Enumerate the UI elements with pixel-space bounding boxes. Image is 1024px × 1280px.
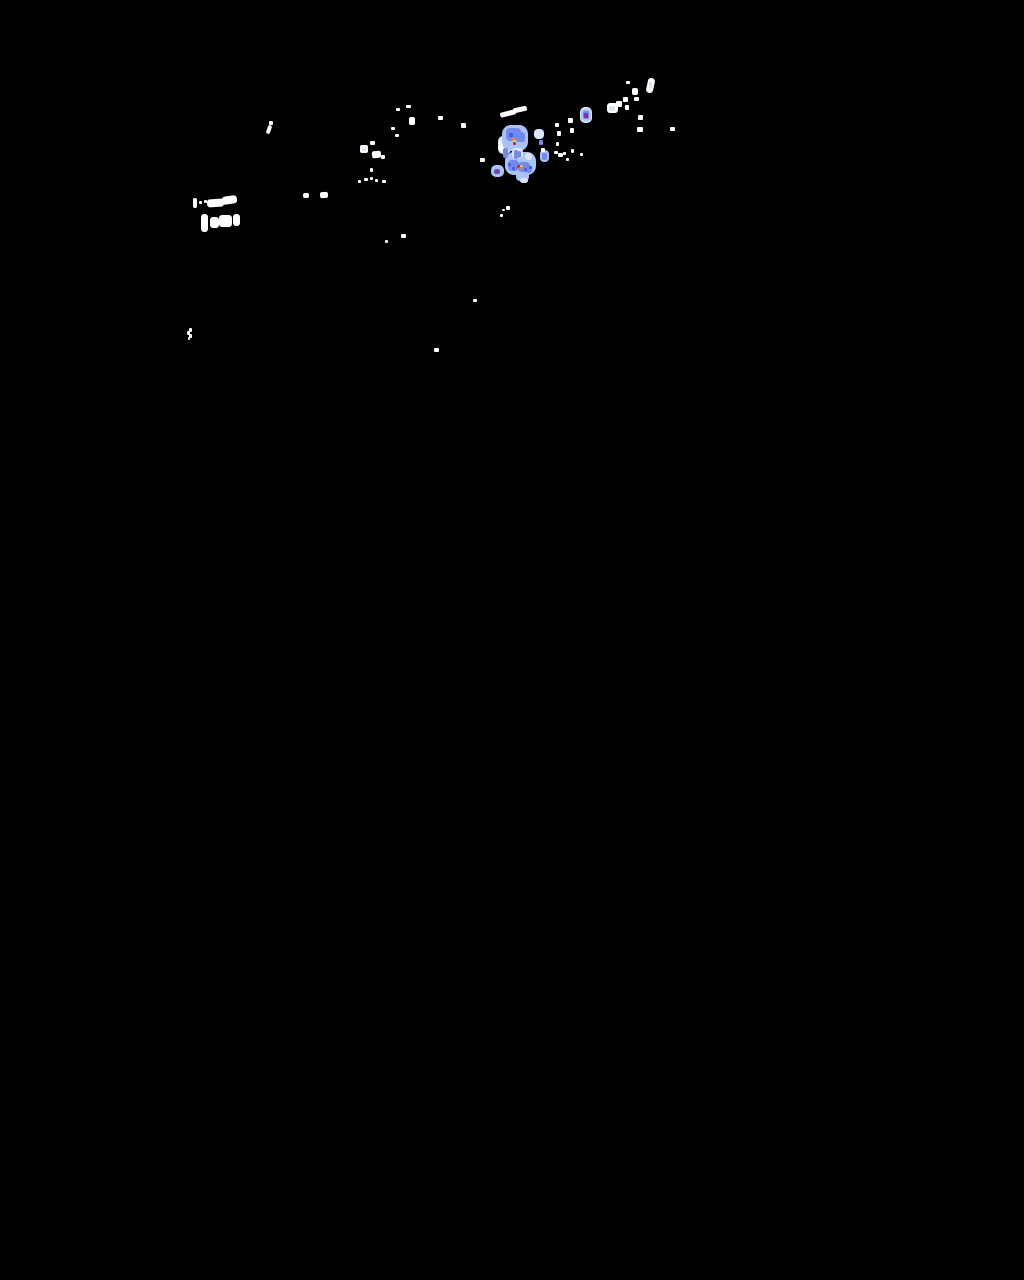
clutter-zigzag [189, 334, 192, 338]
cell-b-core-red [517, 165, 520, 168]
clutter-dot [557, 131, 561, 136]
clutter-streak [221, 194, 238, 206]
clutter-dot [473, 299, 477, 302]
clutter-zigzag [188, 337, 190, 340]
cell-b-core-yellow [520, 165, 523, 167]
clutter-tint [362, 147, 366, 151]
clutter-dot [406, 105, 411, 108]
cell-a-smudge [534, 129, 544, 139]
cell-a-core-red [513, 142, 516, 145]
clutter-dot [563, 152, 566, 155]
clutter-dot [637, 127, 643, 132]
cell-a-core-yellow [513, 140, 516, 143]
clutter-dot [434, 348, 439, 352]
clutter-dot [566, 158, 569, 161]
clutter-dot [303, 193, 309, 198]
clutter-dot [375, 179, 378, 182]
clutter-zigzag [189, 328, 192, 332]
clutter-dot [568, 118, 573, 123]
clutter-dot [370, 168, 373, 172]
cell-b-streak [514, 150, 518, 159]
arc-streak [512, 105, 528, 114]
clutter-zigzag [187, 331, 190, 335]
cell-c-core-red [585, 115, 587, 118]
cell-b-fringe [525, 153, 532, 160]
cell-b-streak [503, 148, 508, 158]
cell-b-strong [529, 166, 532, 169]
clutter-dot [269, 121, 273, 125]
clutter-dot [396, 108, 400, 111]
cell-b-mid [508, 160, 519, 171]
clutter-dot [382, 180, 386, 183]
clutter-dot [480, 158, 485, 162]
cell-a-strong [509, 133, 513, 137]
clutter-dot [461, 123, 466, 128]
clutter-dot [670, 127, 675, 131]
clutter-dot [319, 191, 329, 199]
clutter-dot [395, 134, 399, 137]
clutter-blob [371, 150, 382, 159]
clutter-dot [204, 200, 207, 203]
cell-a-core-orange [512, 138, 516, 141]
cell-b-strong [524, 168, 527, 171]
clutter-dot [370, 177, 373, 180]
clutter-dot [623, 97, 628, 102]
clutter-blob [233, 214, 240, 226]
clutter-dot [616, 101, 622, 107]
clutter-dot [401, 234, 406, 238]
clutter-dot [632, 88, 638, 95]
clutter-blob [409, 117, 415, 125]
cell-b-tail [520, 178, 528, 183]
clutter-dot [638, 115, 643, 120]
clutter-dot [381, 155, 385, 159]
clutter-dot [370, 141, 375, 145]
cell-b-strong [512, 167, 515, 170]
cell-a-mid [516, 132, 525, 142]
clutter-dot [199, 201, 202, 204]
clutter-dot [634, 97, 639, 101]
clutter-dot [625, 105, 629, 110]
clutter-dot [358, 180, 361, 183]
clutter-dot [385, 240, 388, 243]
clutter-dot [556, 142, 559, 146]
clutter-dot [500, 214, 503, 217]
cell-b-core-orange [519, 167, 522, 170]
clutter-tint [649, 82, 652, 88]
clutter-dot [570, 128, 574, 133]
clutter-blob [210, 217, 219, 228]
clutter-tint [609, 106, 615, 111]
clutter-dot [580, 153, 583, 156]
cell-b-mid [524, 166, 532, 173]
cell-a-smudge-dot [539, 140, 543, 145]
cell-d-mid [542, 153, 547, 160]
clutter-bar [193, 198, 197, 208]
clutter-blob [219, 215, 232, 227]
cell-b-west-core-red [496, 170, 498, 173]
clutter-dot [502, 209, 505, 211]
cell-b-streak [518, 151, 521, 158]
clutter-dot [555, 123, 559, 127]
clutter-blob [201, 214, 208, 232]
cell-b-strong [508, 163, 511, 166]
clutter-dot [506, 206, 510, 210]
cell-b-tail [516, 172, 529, 181]
clutter-dot [364, 178, 368, 181]
clutter-dot [554, 151, 558, 154]
clutter-dot [391, 127, 395, 130]
clutter-dot [558, 153, 563, 157]
clutter-dot [626, 81, 630, 84]
cell-d-fringe [541, 148, 545, 152]
clutter-dot [571, 149, 574, 153]
clutter-comma [265, 124, 273, 135]
clutter-dot [438, 116, 443, 120]
